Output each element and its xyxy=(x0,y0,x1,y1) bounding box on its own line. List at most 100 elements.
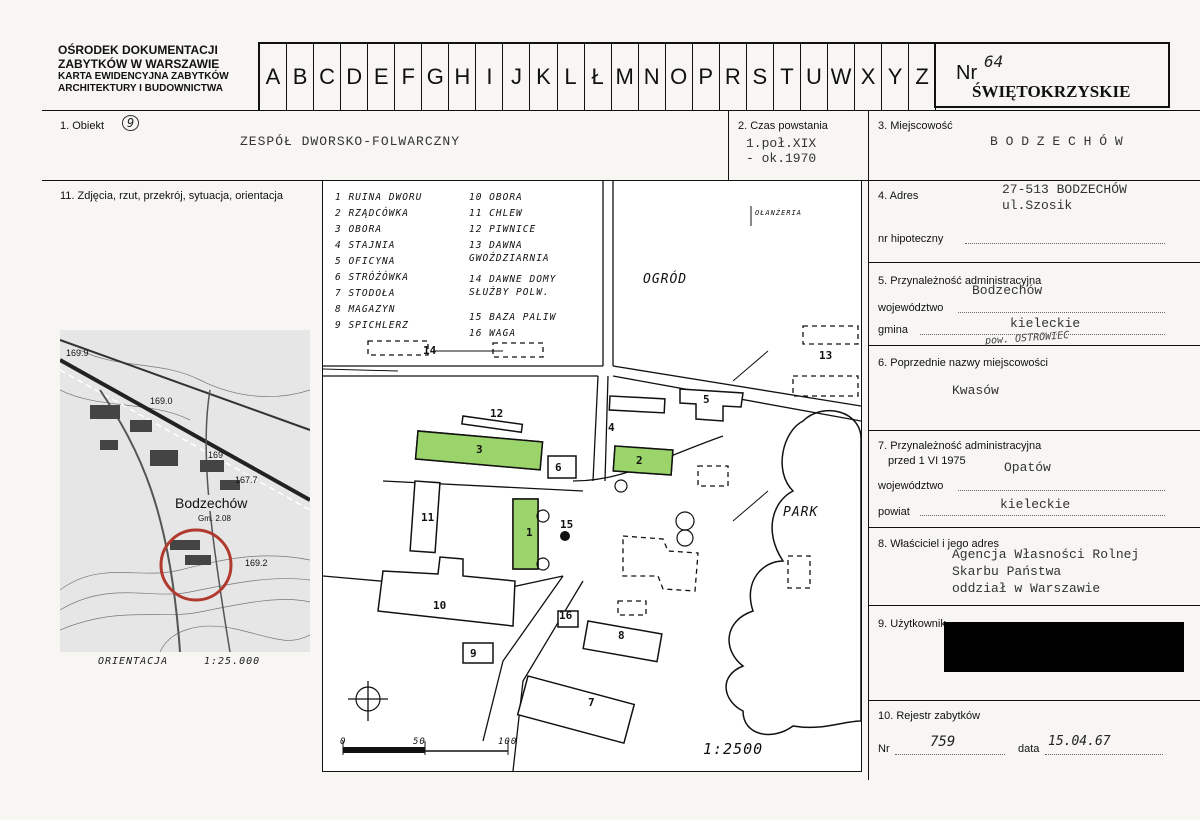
poprz-value: Kwasów xyxy=(952,383,999,398)
topo-height-2: 169.0 xyxy=(150,396,173,406)
topo-height-5: Gm. 2.08 xyxy=(198,514,231,523)
legend-right-0: 10 OBORA xyxy=(469,192,523,203)
topo-orient: ORIENTACJA xyxy=(98,656,169,667)
plan-num-6: 6 xyxy=(555,461,562,474)
letter-21: W xyxy=(828,44,856,110)
powiat-value: kieleckie xyxy=(1000,497,1071,512)
plan-scale-0: 0 xyxy=(340,737,347,747)
topo-scale: 1:25.000 xyxy=(204,656,261,667)
letter-11: L xyxy=(558,44,585,110)
legend-left-8: 9 SPICHLERZ xyxy=(335,320,409,331)
letter-18: S xyxy=(747,44,774,110)
letter-13: M xyxy=(612,44,639,110)
hipoteczny-label: nr hipoteczny xyxy=(878,233,944,245)
miejsc-label: 3. Miejscowość xyxy=(878,120,953,132)
letter-2: C xyxy=(314,44,342,110)
plan-oranzeria: OŁANŻERIA xyxy=(755,209,802,217)
plan-scale-50: 50 xyxy=(413,737,426,747)
rejestr-data-value: 15.04.67 xyxy=(1048,734,1111,749)
wojewodztwo-label: województwo xyxy=(878,302,944,314)
plan-num-15: 15 xyxy=(560,518,574,531)
nr-label: Nr xyxy=(956,62,978,84)
legend-right-5: 15 BAZA PALIW xyxy=(469,312,557,323)
przyn75-label-2: przed 1 VI 1975 xyxy=(888,455,966,467)
letter-14: N xyxy=(639,44,666,110)
site-plan: 1 RUINA DWORU 2 RZĄDCÓWKA 3 OBORA 4 STAJNIA… xyxy=(322,180,862,772)
region-label: ŚWIĘTOKRZYSKIE xyxy=(972,82,1131,101)
plan-num-1: 1 xyxy=(526,526,533,539)
letter-19: T xyxy=(774,44,801,110)
card-line1: KARTA EWIDENCYJNA ZABYTKÓW xyxy=(58,71,229,82)
plan-num-5: 5 xyxy=(703,393,710,406)
topo-map: 169.9 169.0 169 167.7 Bodzechów Gm. 2.08… xyxy=(60,330,310,652)
obiekt-value: ZESPÓŁ DWORSKO-FOLWARCZNY xyxy=(240,134,461,149)
wlasc-value-1: Agencja Własności Rolnej xyxy=(952,547,1140,562)
org-header: OŚRODEK DOKUMENTACJI ZABYTKÓW W WARSZAWI… xyxy=(58,43,229,95)
plan-num-3: 3 xyxy=(476,443,483,456)
letter-6: G xyxy=(422,44,450,110)
rejestr-data-label: data xyxy=(1018,743,1040,755)
czas-value-2: - ok.1970 xyxy=(746,151,817,166)
legend-left-2: 3 OBORA xyxy=(335,224,383,235)
card-line2: ARCHITEKTURY I BUDOWNICTWA xyxy=(58,83,223,94)
plan-num-9: 9 xyxy=(470,647,477,660)
topo-height-3: 169 xyxy=(208,450,224,460)
photos-label: 11. Zdjęcia, rzut, przekrój, sytuacja, o… xyxy=(60,190,283,202)
plan-num-7: 7 xyxy=(588,696,595,709)
plan-num-11: 11 xyxy=(421,511,435,524)
legend-right-2: 12 PIWNICE xyxy=(469,224,537,235)
letter-16: P xyxy=(693,44,720,110)
obiekt-number: 9 xyxy=(122,115,140,131)
woj75-value: Opatów xyxy=(1004,460,1051,475)
plan-scale-100: 100 xyxy=(498,737,518,747)
number-box: Nr 64 ŚWIĘTOKRZYSKIE xyxy=(934,42,1170,108)
topo-height-4: 167.7 xyxy=(235,475,258,485)
letter-4: E xyxy=(368,44,396,110)
legend-left-4: 5 OFICYNA xyxy=(335,256,396,267)
gmina-label: gmina xyxy=(878,324,908,336)
adres-value-1: 27-513 BODZECHÓW xyxy=(1002,182,1127,197)
plan-park: PARK xyxy=(783,505,819,520)
legend-right-4: 14 DAWNE DOMY SŁUŻBY POLW. xyxy=(469,274,557,298)
plan-scale: 1:2500 xyxy=(703,740,764,758)
rejestr-label: 10. Rejestr zabytków xyxy=(878,710,981,722)
plan-num-14: 14 xyxy=(423,344,437,357)
adres-label: 4. Adres xyxy=(878,190,919,202)
letter-15: O xyxy=(666,44,693,110)
woj75-label: województwo xyxy=(878,480,944,492)
legend-right-1: 11 CHLEW xyxy=(469,208,523,219)
legend-left-0: 1 RUINA DWORU xyxy=(335,192,423,203)
letter-9: J xyxy=(503,44,531,110)
przyn75-label-1: 7. Przynależność administracyjna xyxy=(878,440,1042,452)
letter-1: B xyxy=(287,44,315,110)
przyn-label: 5. Przynależność administracyjna xyxy=(878,275,1042,287)
legend-left-7: 8 MAGAZYN xyxy=(335,304,396,315)
letter-3: D xyxy=(341,44,369,110)
redaction-block xyxy=(944,622,1184,672)
czas-value-1: 1.poł.XIX xyxy=(746,136,817,151)
letter-8: I xyxy=(476,44,504,110)
letter-24: Z xyxy=(909,44,937,110)
letter-5: F xyxy=(395,44,423,110)
topo-map-drawing xyxy=(60,330,310,652)
legend-right-3: 13 DAWNA GWOŹDZIARNIA xyxy=(469,240,550,264)
rejestr-nr-value: 759 xyxy=(930,734,956,750)
legend-left-1: 2 RZĄDCÓWKA xyxy=(335,208,409,219)
wlasc-label: 8. Właściciel i jego adres xyxy=(878,538,1000,550)
legend-right-6: 16 WAGA xyxy=(469,328,517,339)
gmina-value: kieleckie xyxy=(1010,316,1081,331)
letter-22: X xyxy=(855,44,883,110)
legend-left-3: 4 STAJNIA xyxy=(335,240,396,251)
adres-value-2: ul.Szosik xyxy=(1002,198,1073,213)
letter-17: R xyxy=(720,44,747,110)
wojewodztwo-value: Bodzechów xyxy=(972,283,1043,298)
legend-left-6: 7 STODOŁA xyxy=(335,288,396,299)
plan-num-10: 10 xyxy=(433,599,447,612)
obiekt-label: 1. Obiekt xyxy=(60,120,105,132)
wlasc-value-3: oddział w Warszawie xyxy=(952,581,1101,596)
uzytk-label: 9. Użytkownik xyxy=(878,618,946,630)
plan-num-12: 12 xyxy=(490,407,504,420)
letter-12: Ł xyxy=(585,44,612,110)
poprz-label: 6. Poprzednie nazwy miejscowości xyxy=(878,357,1048,369)
